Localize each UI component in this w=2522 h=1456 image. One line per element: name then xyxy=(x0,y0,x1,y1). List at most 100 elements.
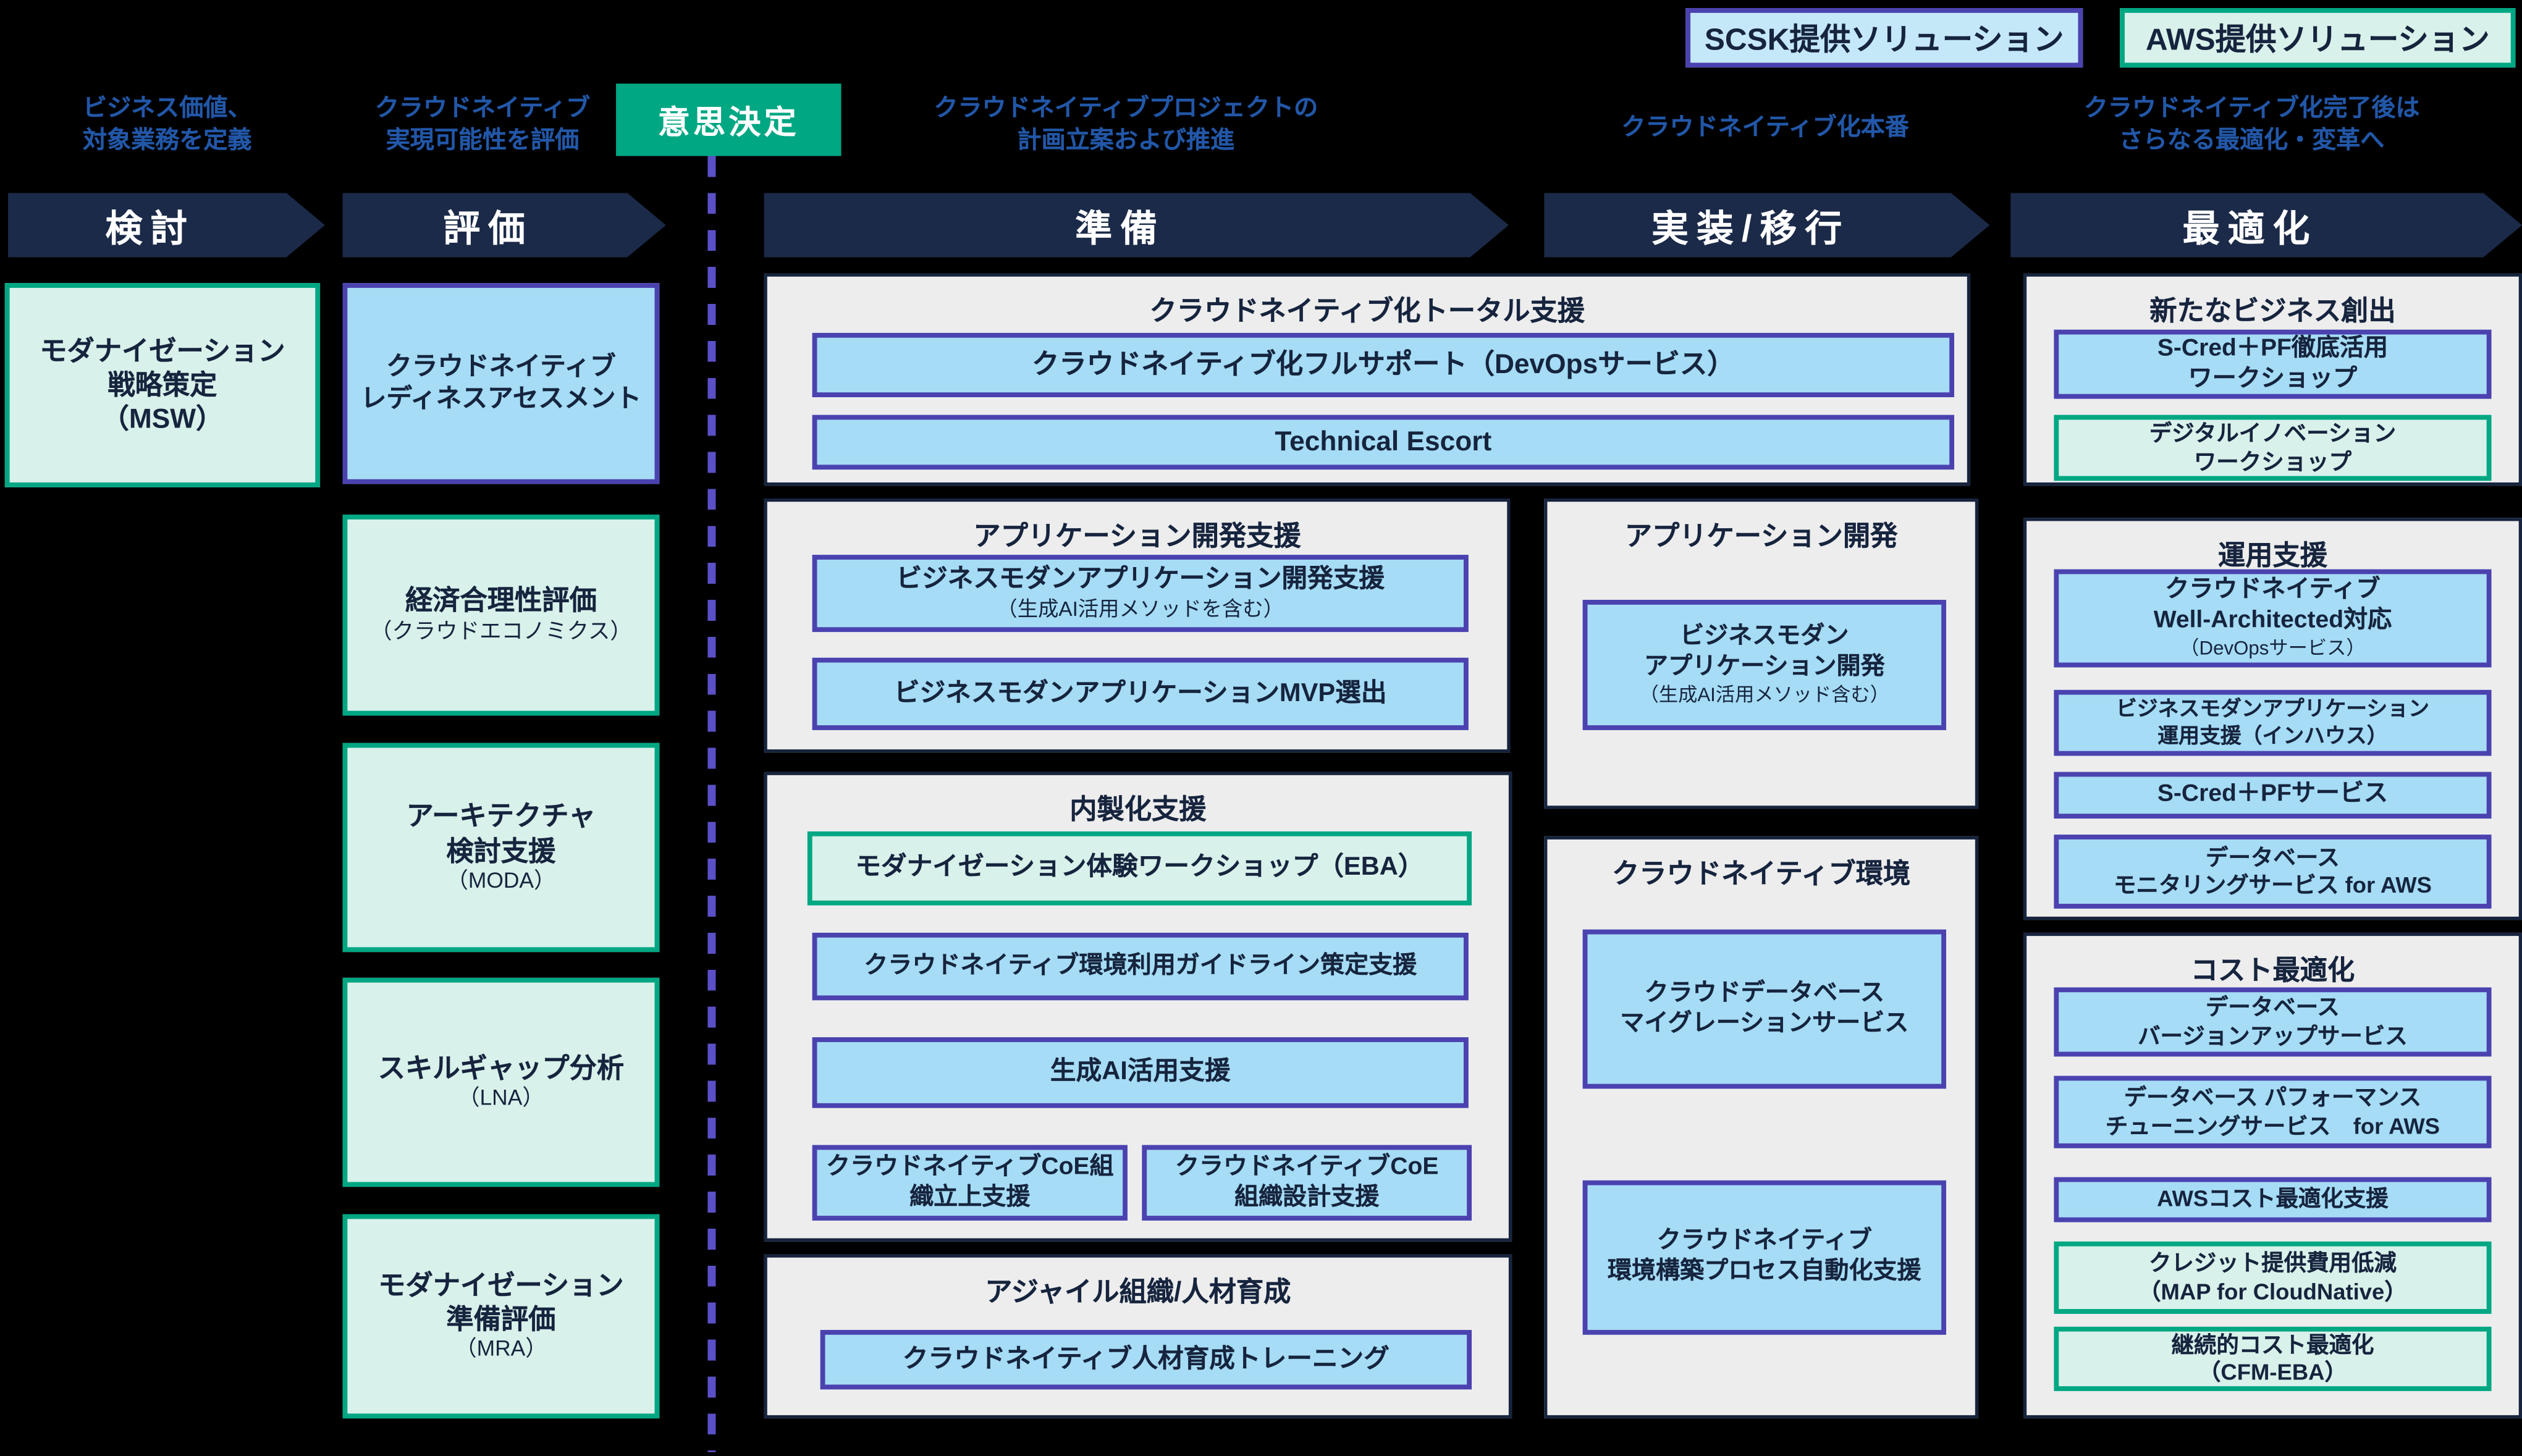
scred-workshop-label: S-Cred＋PF徹底活用 ワークショップ xyxy=(2157,334,2389,392)
lna-box: スキルギャップ分析 （LNA） xyxy=(342,977,660,1187)
group-new-business: 新たなビジネス創出 S-Cred＋PF徹底活用 ワークショップ デジタルイノベー… xyxy=(2023,273,2522,486)
db-migration-box: クラウドデータベース マイグレーションサービス xyxy=(1582,929,1946,1089)
group-operation: 運用支援 クラウドネイティブ Well-Architected対応 （DevOp… xyxy=(2023,518,2522,920)
group-cn-env: クラウドネイティブ環境 クラウドデータベース マイグレーションサービス クラウド… xyxy=(1544,836,1979,1419)
msw-label: モダナイゼーション 戦略策定 （MSW） xyxy=(40,335,285,435)
well-architected-sub: （DevOpsサービス） xyxy=(2180,636,2366,659)
db-versionup-box: データベース バージョンアップサービス xyxy=(2054,987,2492,1057)
db-monitoring-box: データベース モニタリングサービス for AWS xyxy=(2054,835,2492,909)
cfm-eba-label: 継続的コスト最適化 （CFM-EBA） xyxy=(2171,1331,2374,1385)
phase-band-consider: 検討 xyxy=(8,193,325,257)
group-app-dev-support: アプリケーション開発支援 ビジネスモダンアプリケーション開発支援 （生成AI活用… xyxy=(764,499,1511,753)
group-operation-title: 運用支援 xyxy=(2217,540,2327,571)
group-agile: アジャイル組織/人材育成 クラウドネイティブ人材育成トレーニング xyxy=(764,1254,1512,1419)
group-cn-env-title: クラウドネイティブ環境 xyxy=(1611,859,1911,890)
full-support-box: クラウドネイティブ化フルサポート（DevOpsサービス） xyxy=(812,332,1955,398)
moda-sub: （MODA） xyxy=(446,868,556,893)
guideline-label: クラウドネイティブ環境利用ガイドライン策定支援 xyxy=(864,951,1417,979)
annotation-implement: クラウドネイティブ化本番 xyxy=(1621,114,1909,142)
annotation-evaluate: クラウドネイティブ 実現可能性を評価 xyxy=(374,95,591,155)
readiness-assessment-box: クラウドネイティブ レディネスアセスメント xyxy=(342,283,660,484)
legend-aws-label: AWS提供ソリューション xyxy=(2145,24,2490,58)
annotation-prepare: クラウドネイティブプロジェクトの 計画立案および推進 xyxy=(934,95,1318,155)
biz-modern-dev-support-label: ビジネスモダンアプリケーション開発支援 xyxy=(896,566,1385,594)
group-total-support: クラウドネイティブ化トータル支援 クラウドネイティブ化フルサポート（DevOps… xyxy=(764,273,1971,486)
process-automation-label: クラウドネイティブ 環境構築プロセス自動化支援 xyxy=(1607,1227,1921,1286)
scred-workshop-box: S-Cred＋PF徹底活用 ワークショップ xyxy=(2054,329,2492,399)
moda-box: アーキテクチャ 検討支援 （MODA） xyxy=(342,743,660,953)
group-app-dev-support-title: アプリケーション開発支援 xyxy=(973,521,1301,552)
guideline-box: クラウドネイティブ環境利用ガイドライン策定支援 xyxy=(812,932,1469,1001)
digital-innovation-workshop-label: デジタルイノベーション ワークショップ xyxy=(2149,419,2397,474)
training-box: クラウドネイティブ人材育成トレーニング xyxy=(820,1329,1472,1390)
well-architected-label: クラウドネイティブ Well-Architected対応 xyxy=(2153,576,2392,634)
group-agile-title: アジャイル組織/人材育成 xyxy=(985,1277,1291,1308)
genai-support-box: 生成AI活用支援 xyxy=(812,1037,1469,1108)
biz-modern-app-dev-label: ビジネスモダン アプリケーション開発 xyxy=(1643,623,1885,681)
legend-aws-solution: AWS提供ソリューション xyxy=(2120,8,2516,68)
process-automation-box: クラウドネイティブ 環境構築プロセス自動化支援 xyxy=(1582,1180,1946,1335)
msw-box: モダナイゼーション 戦略策定 （MSW） xyxy=(4,283,321,487)
biz-modern-dev-support-sub: （生成AI活用メソッドを含む） xyxy=(997,596,1284,621)
annotation-consider: ビジネス価値、 対象業務を定義 xyxy=(83,95,252,155)
group-app-dev: アプリケーション開発 ビジネスモダン アプリケーション開発 （生成AI活用メソッ… xyxy=(1544,499,1979,809)
legend-scsk-label: SCSK提供ソリューション xyxy=(1704,24,2064,58)
mvp-selection-box: ビジネスモダンアプリケーションMVP選出 xyxy=(812,657,1469,730)
technical-escort-label: Technical Escort xyxy=(1275,426,1492,458)
coe-design-label: クラウドネイティブCoE 組織設計支援 xyxy=(1175,1152,1439,1210)
coe-design-box: クラウドネイティブCoE 組織設計支援 xyxy=(1142,1145,1472,1221)
scred-service-label: S-Cred＋PFサービス xyxy=(2157,780,2389,808)
phase-band-evaluate: 評価 xyxy=(343,193,666,257)
decision-divider-line xyxy=(707,156,716,1452)
mvp-selection-label: ビジネスモダンアプリケーションMVP選出 xyxy=(893,679,1387,707)
biz-modern-app-dev-box: ビジネスモダン アプリケーション開発 （生成AI活用メソッド含む） xyxy=(1582,600,1946,730)
group-new-business-title: 新たなビジネス創出 xyxy=(2149,296,2396,327)
group-app-dev-title: アプリケーション開発 xyxy=(1624,521,1898,552)
decision-box: 意思決定 xyxy=(616,83,841,156)
readiness-label: クラウドネイティブ レディネスアセスメント xyxy=(360,353,642,413)
genai-support-label: 生成AI活用支援 xyxy=(1050,1058,1231,1086)
app-ops-box: ビジネスモダンアプリケーション 運用支援（インハウス） xyxy=(2054,689,2492,756)
db-monitoring-label: データベース モニタリングサービス for AWS xyxy=(2113,843,2432,898)
group-insourcing: 内製化支援 モダナイゼーション体験ワークショップ（EBA） クラウドネイティブ環… xyxy=(764,772,1512,1242)
db-tuning-box: データベース パフォーマンス チューニングサービス for AWS xyxy=(2054,1075,2492,1148)
phase-band-optimize: 最適化 xyxy=(2010,193,2522,257)
annotation-optimize: クラウドネイティブ化完了後は さらなる最適化・変革へ xyxy=(2083,95,2420,155)
digital-innovation-workshop-box: デジタルイノベーション ワークショップ xyxy=(2054,414,2492,481)
biz-modern-dev-support-box: ビジネスモダンアプリケーション開発支援 （生成AI活用メソッドを含む） xyxy=(812,555,1469,633)
training-label: クラウドネイティブ人材育成トレーニング xyxy=(902,1345,1390,1373)
scred-service-box: S-Cred＋PFサービス xyxy=(2054,772,2492,819)
coe-launch-box: クラウドネイティブCoE組 織立上支援 xyxy=(812,1145,1128,1221)
map-credit-label: クレジット提供費用低減 （MAP for CloudNative） xyxy=(2138,1249,2407,1303)
group-cost-title: コスト最適化 xyxy=(2190,955,2355,986)
well-architected-box: クラウドネイティブ Well-Architected対応 （DevOpsサービス… xyxy=(2054,569,2492,668)
legend-scsk-solution: SCSK提供ソリューション xyxy=(1685,8,2083,68)
eba-workshop-box: モダナイゼーション体験ワークショップ（EBA） xyxy=(807,831,1472,906)
db-migration-label: クラウドデータベース マイグレーションサービス xyxy=(1620,978,1909,1037)
mra-box: モダナイゼーション 準備評価 （MRA） xyxy=(342,1214,660,1419)
moda-label: アーキテクチャ 検討支援 xyxy=(406,801,596,866)
db-tuning-label: データベース パフォーマンス チューニングサービス for AWS xyxy=(2105,1084,2440,1138)
economics-sub: （クラウドエコノミクス） xyxy=(370,618,632,643)
technical-escort-box: Technical Escort xyxy=(812,414,1955,470)
phase-band-prepare: 準備 xyxy=(764,193,1509,257)
coe-launch-label: クラウドネイティブCoE組 織立上支援 xyxy=(826,1152,1114,1210)
map-credit-box: クレジット提供費用低減 （MAP for CloudNative） xyxy=(2054,1241,2492,1314)
phase-band-implement: 実装/移行 xyxy=(1544,193,1989,257)
lna-label: スキルギャップ分析 xyxy=(377,1053,625,1084)
full-support-label: クラウドネイティブ化フルサポート（DevOpsサービス） xyxy=(1032,349,1735,381)
app-ops-label: ビジネスモダンアプリケーション 運用支援（インハウス） xyxy=(2115,696,2429,747)
economics-label: 経済合理性評価 xyxy=(405,586,597,617)
biz-modern-app-dev-sub: （生成AI活用メソッド含む） xyxy=(1639,683,1890,706)
group-total-support-title: クラウドネイティブ化トータル支援 xyxy=(1149,296,1585,327)
mra-sub: （MRA） xyxy=(455,1336,547,1361)
aws-cost-label: AWSコスト最適化支援 xyxy=(2157,1185,2389,1211)
db-versionup-label: データベース バージョンアップサービス xyxy=(2138,993,2408,1048)
group-cost: コスト最適化 データベース バージョンアップサービス データベース パフォーマン… xyxy=(2023,932,2522,1419)
aws-cost-box: AWSコスト最適化支援 xyxy=(2054,1177,2492,1222)
economics-box: 経済合理性評価 （クラウドエコノミクス） xyxy=(342,515,660,716)
lna-sub: （LNA） xyxy=(458,1085,544,1110)
group-insourcing-title: 内製化支援 xyxy=(1069,794,1207,825)
mra-label: モダナイゼーション 準備評価 xyxy=(378,1269,624,1335)
